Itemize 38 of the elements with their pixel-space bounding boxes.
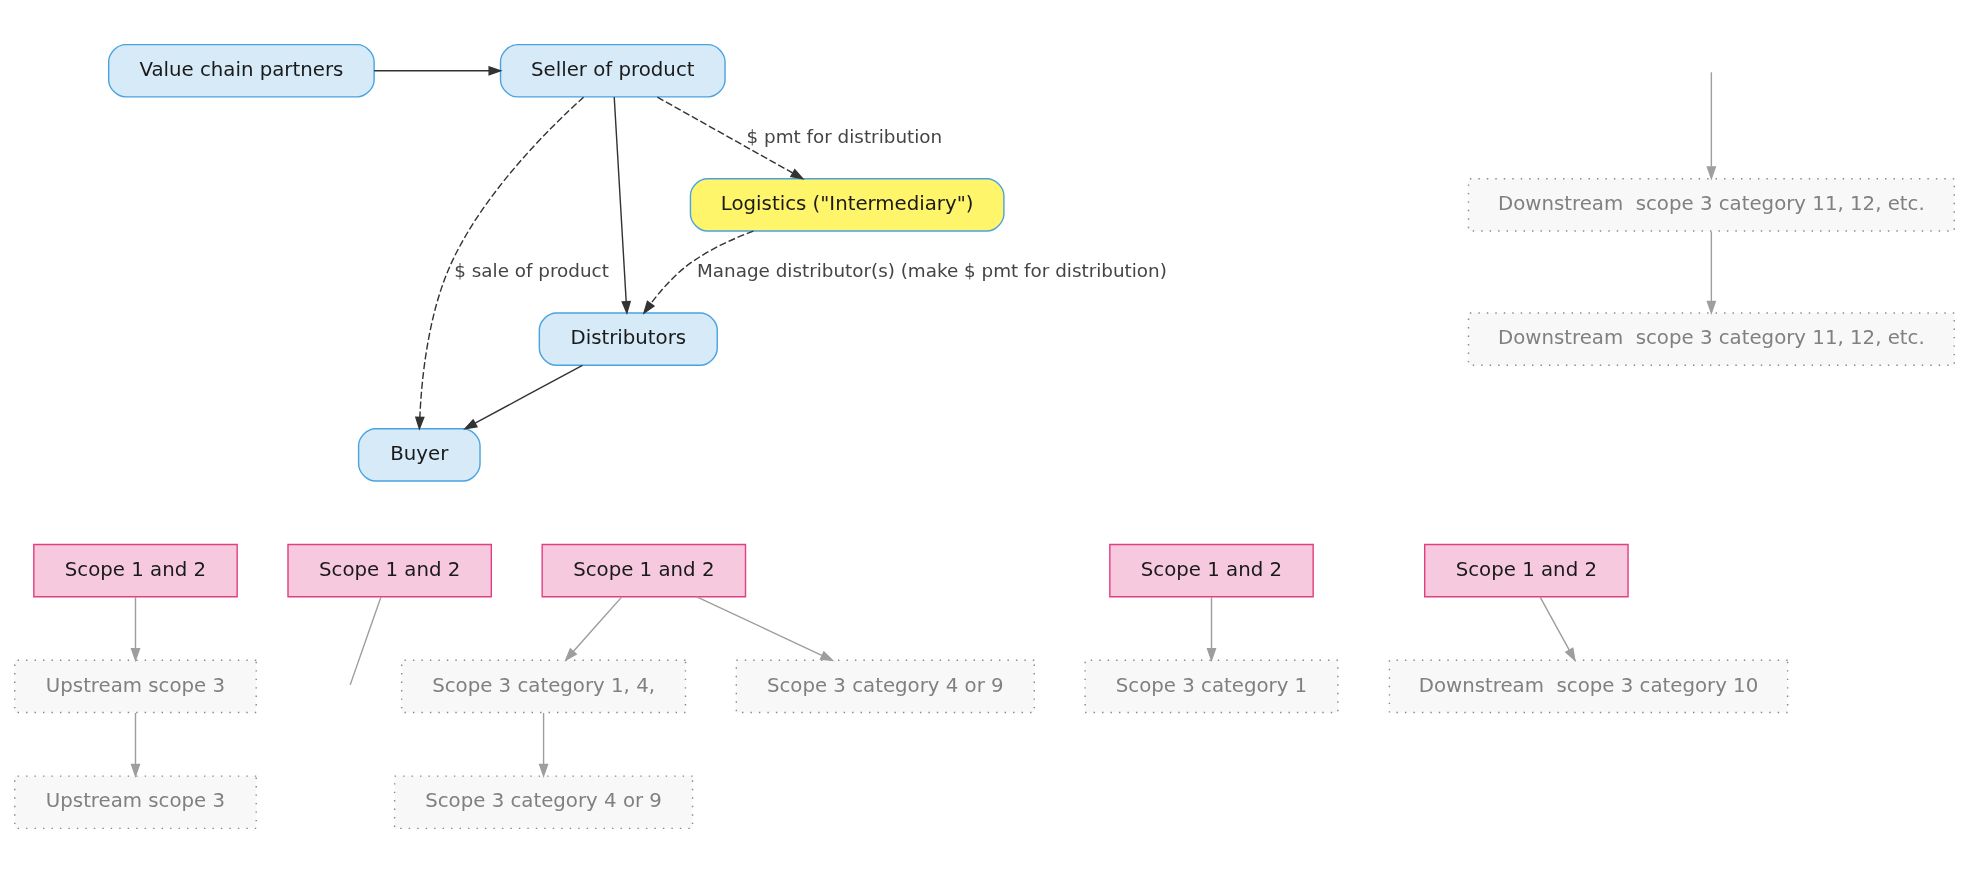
arrow [642, 229, 755, 315]
node-box: Logistics ("Intermediary") [689, 177, 1005, 232]
node-box: Seller of product [499, 43, 726, 98]
arrow [656, 96, 805, 180]
arrow [1539, 595, 1576, 662]
node-box: Upstream scope 3 [14, 659, 257, 713]
node-box: Scope 1 and 2 [541, 543, 747, 597]
arrow [613, 95, 632, 315]
node-box: Downstream scope 3 category 11, 12, etc. [1467, 177, 1955, 232]
arrow [1206, 595, 1217, 662]
node-box: Value chain partners [107, 43, 375, 98]
node-box: Scope 3 category 4 or 9 [735, 659, 1035, 713]
arrow [538, 711, 549, 778]
node-box: Scope 3 category 4 or 9 [393, 774, 694, 829]
arrow [130, 595, 141, 662]
node-box: Distributors [538, 311, 718, 366]
node-box: Scope 3 category 1, 4, [400, 659, 687, 713]
connector [349, 595, 382, 686]
arrow [373, 65, 503, 76]
node-box: Scope 1 and 2 [1424, 543, 1629, 597]
node-box: Buyer [357, 427, 481, 482]
node-box: Scope 1 and 2 [33, 543, 238, 597]
node-box: Scope 3 category 1 [1084, 659, 1339, 713]
edge-label: $ sale of product [454, 259, 609, 281]
arrow [463, 364, 584, 430]
arrow [696, 595, 835, 661]
node-box: Downstream scope 3 category 11, 12, etc. [1467, 311, 1955, 366]
arrow [1706, 230, 1717, 315]
edge-label: Manage distributor(s) (make $ pmt for distribution) [696, 259, 1167, 281]
edge-label: $ pmt for distribution [746, 125, 943, 147]
node-box: Downstream scope 3 category 10 [1388, 659, 1789, 713]
arrow [564, 595, 623, 662]
arrow [130, 711, 141, 778]
node-box: Upstream scope 3 [14, 774, 257, 829]
arrow [414, 95, 585, 431]
node-box: Scope 1 and 2 [287, 543, 493, 597]
arrow [1706, 71, 1717, 180]
node-box: Scope 1 and 2 [1109, 543, 1314, 597]
